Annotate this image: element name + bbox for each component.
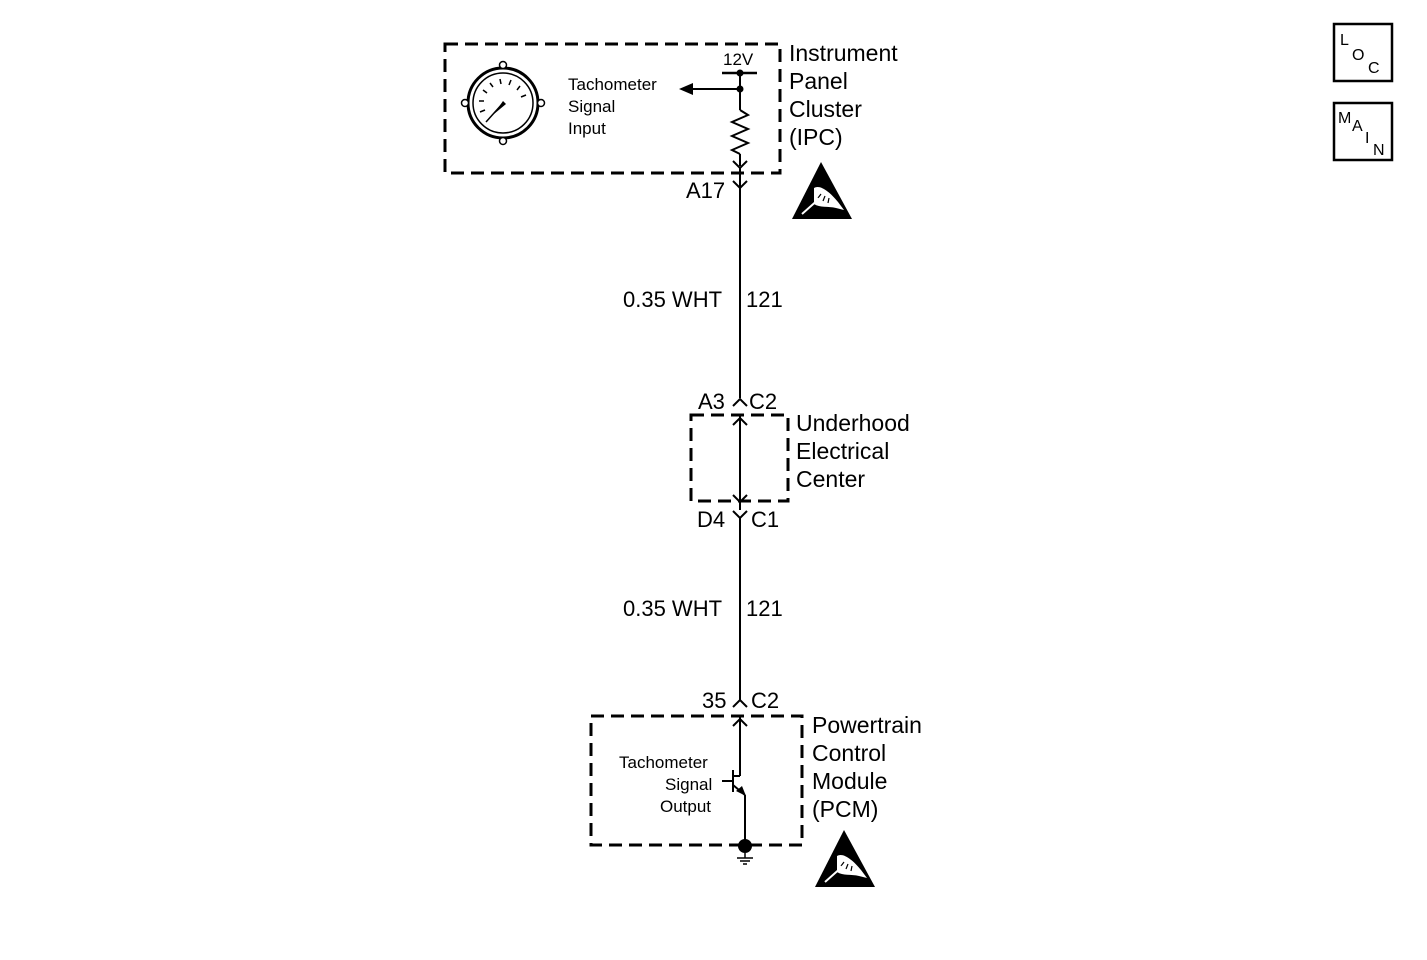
signal-input-arrow	[679, 83, 693, 95]
pcm-output-label-3: Output	[660, 797, 711, 816]
uec-top-pin: A3	[698, 389, 725, 414]
pcm-output-label-1: Tachometer	[619, 753, 708, 772]
loc-button[interactable]: L O C	[1332, 22, 1394, 83]
pcm-name-1: Powertrain	[812, 712, 922, 738]
main-letter-m: M	[1338, 110, 1351, 127]
resistor-icon	[729, 109, 751, 155]
ipc-name-4: (IPC)	[789, 124, 843, 150]
ground-icon	[737, 839, 753, 865]
pcm-pin-label: 35	[702, 688, 726, 713]
pcm-name-3: Module	[812, 768, 887, 794]
ipc-input-label-2: Signal	[568, 97, 615, 116]
pcm-component: 35 C2 Tachometer Signal Output Powertrai…	[589, 688, 922, 865]
uec-name-2: Electrical	[796, 438, 889, 464]
main-letter-a: A	[1352, 118, 1363, 135]
pcm-boundary	[589, 714, 804, 847]
main-letter-i: I	[1365, 130, 1369, 147]
loc-letter-c: C	[1368, 60, 1380, 77]
uec-top-conn: C2	[749, 389, 777, 414]
wire-bottom-gauge: 0.35 WHT	[623, 596, 722, 621]
ipc-boundary	[443, 42, 782, 175]
ipc-component: Tachometer Signal Input 12V Instrument P…	[443, 40, 898, 175]
ipc-pin-label: A17	[686, 178, 725, 203]
pcm-conn-label: C2	[751, 688, 779, 713]
transistor-icon	[722, 770, 746, 796]
uec-component: A3 C2 D4 C1 Underhood Electrical Center	[689, 389, 910, 532]
uec-bottom-pin: D4	[697, 507, 725, 532]
ipc-name-3: Cluster	[789, 96, 862, 122]
ipc-voltage-label: 12V	[723, 50, 754, 69]
main-letter-n: N	[1373, 142, 1385, 159]
uec-bottom-conn: C1	[751, 507, 779, 532]
wire-bottom-circuit: 121	[746, 596, 783, 621]
tachometer-gauge-icon	[460, 60, 546, 146]
ipc-name-2: Panel	[789, 68, 848, 94]
ipc-input-label-1: Tachometer	[568, 75, 657, 94]
wire-top-circuit: 121	[746, 287, 783, 312]
esd-sensitive-icon	[815, 830, 875, 887]
pcm-name-4: (PCM)	[812, 796, 878, 822]
main-button[interactable]: M A I N	[1332, 101, 1394, 162]
uec-name-3: Center	[796, 466, 865, 492]
uec-name-1: Underhood	[796, 410, 910, 436]
ipc-name-1: Instrument	[789, 40, 898, 66]
ipc-input-label-3: Input	[568, 119, 606, 138]
loc-letter-o: O	[1352, 47, 1364, 64]
pcm-output-label-2: Signal	[665, 775, 712, 794]
pcm-name-2: Control	[812, 740, 886, 766]
esd-sensitive-icon	[792, 162, 852, 219]
wire-top-gauge: 0.35 WHT	[623, 287, 722, 312]
loc-letter-l: L	[1340, 32, 1349, 49]
